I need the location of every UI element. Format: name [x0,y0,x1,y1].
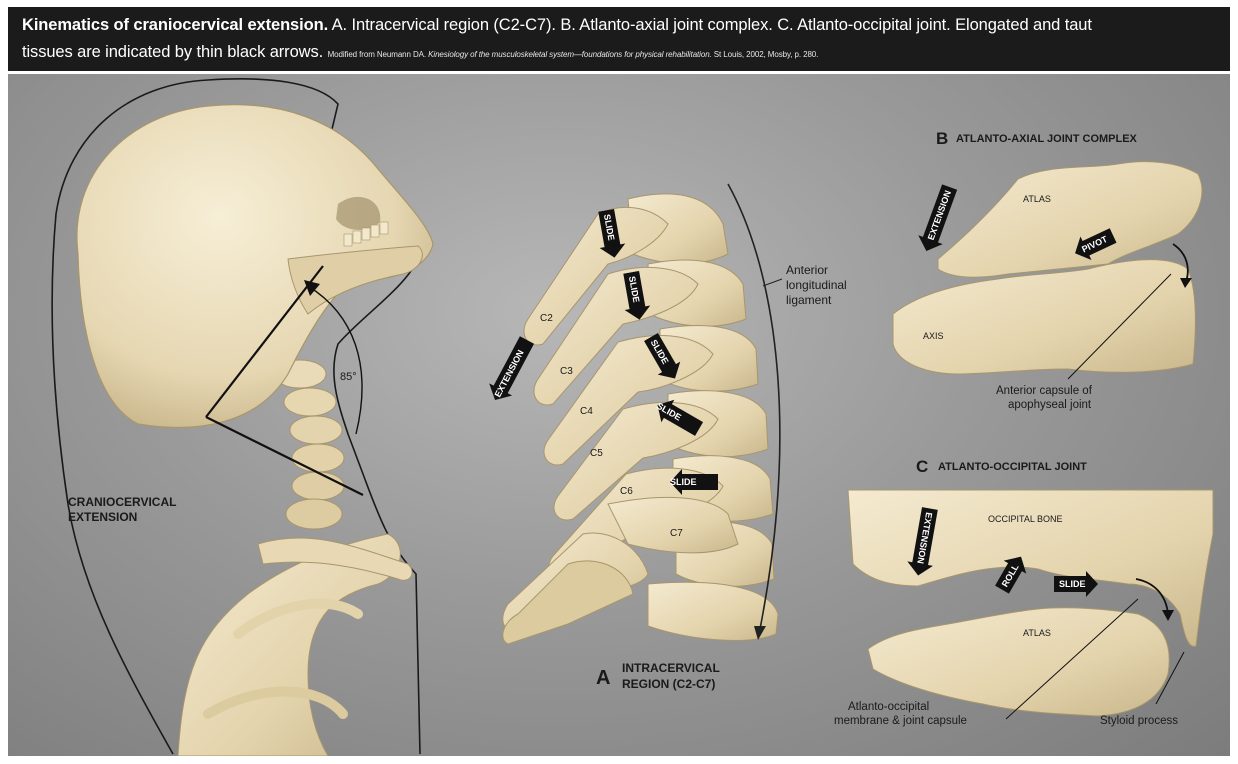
panel-a-title-2: REGION (C2-C7) [622,677,715,691]
ligament-leader [763,279,782,286]
panel-b-letter: B [936,129,948,148]
panel-a-letter: A [596,667,610,689]
panel-c-letter: C [916,457,928,476]
illustration-svg: 85° CRANIOCERVICAL EXTENSION [8,74,1230,756]
membrane-arrowhead [1162,610,1174,621]
illustration-panel: 85° CRANIOCERVICAL EXTENSION [8,74,1230,756]
caption-title-bold: Kinematics of craniocervical extension. [22,16,328,34]
ligament-label-3: ligament [786,293,832,307]
jaw [288,246,422,314]
vertebra-label-c5: C5 [590,448,603,459]
caption-line-1: Kinematics of craniocervical extension. … [22,16,1092,35]
credit-prefix: Modified from Neumann DA. [328,50,429,59]
caption-line2-text: tissues are indicated by thin black arro… [22,43,323,61]
atlas-c [868,608,1169,716]
caption-header: Kinematics of craniocervical extension. … [8,7,1230,71]
figure-cervical-spine [274,360,344,529]
vertebra-label-c4: C4 [580,406,593,417]
capsule-b-label-2: apophyseal joint [1008,399,1092,411]
svg-text:SLIDE: SLIDE [1059,579,1086,589]
capsule-b-label-1: Anterior capsule of [996,385,1093,397]
craniocervical-label-1: CRANIOCERVICAL [68,495,176,509]
panel-b: B ATLANTO-AXIAL JOINT COMPLEX ATLAS AXIS… [893,129,1202,411]
occipital-label: OCCIPITAL BONE [988,514,1063,524]
vertebra-label-c7: C7 [670,528,683,539]
extension-arrow-a: EXTENSION [484,334,539,406]
panel-c-title: ATLANTO-OCCIPITAL JOINT [938,461,1087,473]
svg-text:SLIDE: SLIDE [670,477,697,487]
craniocervical-figure: 85° CRANIOCERVICAL EXTENSION [52,79,433,756]
axis-b-label: AXIS [923,331,944,341]
svg-text:EXTENSION: EXTENSION [493,348,526,399]
atlas-c-label: ATLAS [1023,628,1051,638]
vertebra-label-c6: C6 [620,486,633,497]
panel-a: Anterior longitudinal ligament C2 C3 C4 … [484,184,847,691]
credit-italic: Kinesiology of the musculoskeletal syste… [428,50,712,59]
membrane-label-2: membrane & joint capsule [834,715,967,727]
vertebra-label-c2: C2 [540,313,553,324]
styloid-label: Styloid process [1100,715,1178,727]
atlas-b-label: ATLAS [1023,194,1051,204]
ligament-label-1: Anterior [786,263,828,277]
caption-title-rest: A. Intracervical region (C2-C7). B. Atla… [328,16,1092,34]
axis-b [893,260,1195,374]
angle-label: 85° [340,371,357,383]
caption-line-2: tissues are indicated by thin black arro… [22,43,818,62]
vertebra-label-c3: C3 [560,366,573,377]
credit-suffix: St Louis, 2002, Mosby, p. 280. [712,50,819,59]
panel-a-title-1: INTRACERVICAL [622,661,720,675]
panel-b-title: ATLANTO-AXIAL JOINT COMPLEX [956,133,1138,145]
panel-c: C ATLANTO-OCCIPITAL JOINT OCCIPITAL BONE… [834,457,1213,727]
ligament-label-2: longitudinal [786,278,847,292]
membrane-label-1: Atlanto-occipital [848,701,929,713]
caption-credit: Modified from Neumann DA. Kinesiology of… [328,50,819,59]
craniocervical-label-2: EXTENSION [68,510,137,524]
